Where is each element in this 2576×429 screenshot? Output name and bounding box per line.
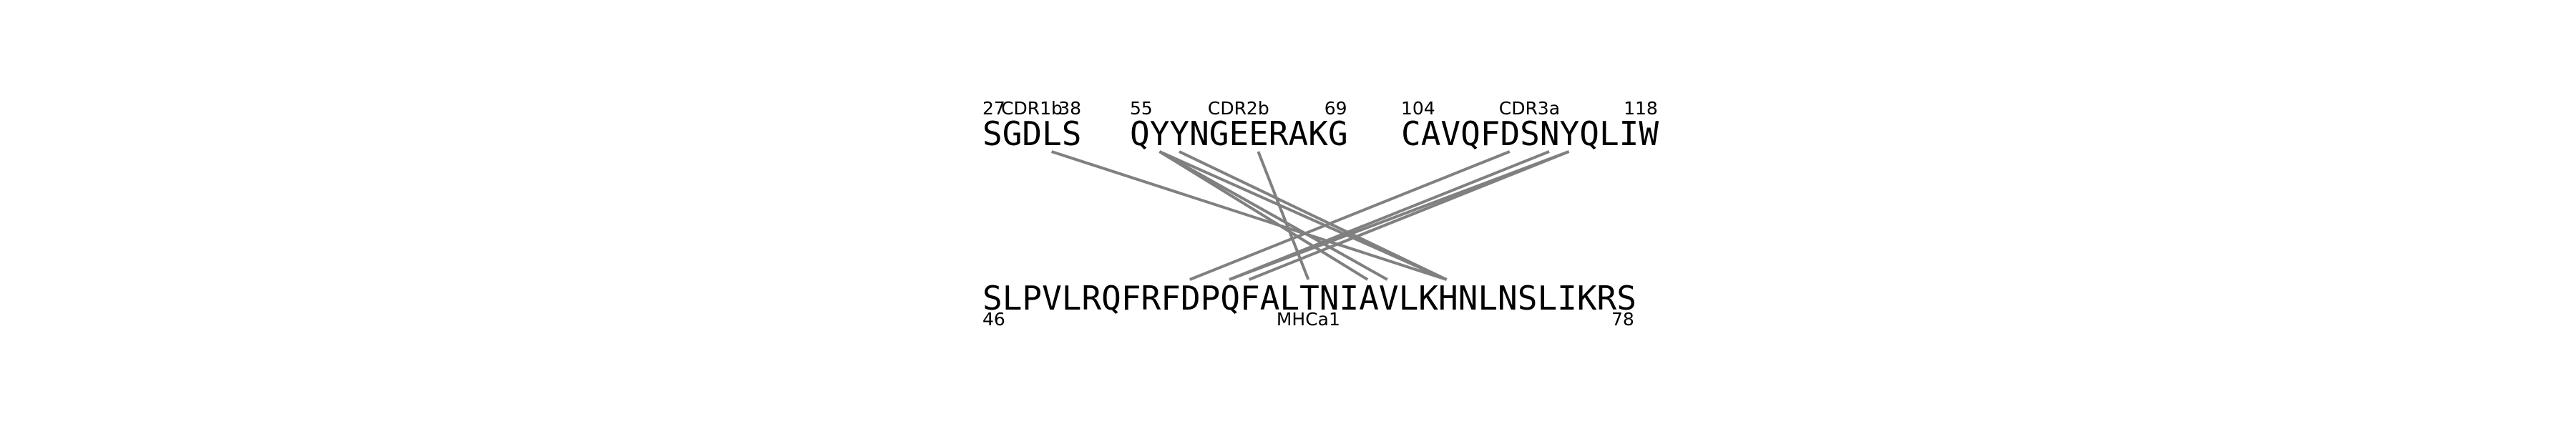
cdr2b-end-number: 69 xyxy=(1324,98,1347,119)
contact-line xyxy=(1189,150,1511,281)
cdr2b-sequence: QYYNGEERAKG xyxy=(1130,114,1348,153)
contact-line xyxy=(1248,150,1570,281)
contact-lines xyxy=(1050,150,1570,281)
segment-mhca1: SLPVLRQFRFDPQFALTNIAVLKHNLNSLIKRS 46 MHC… xyxy=(982,279,1636,330)
cdr3a-end-number: 118 xyxy=(1624,98,1658,119)
cdr1b-start-number: 27 xyxy=(982,98,1005,119)
cdr3a-sequence: CAVQFDSNYQLIW xyxy=(1401,114,1659,153)
cdr3a-start-number: 104 xyxy=(1401,98,1435,119)
cdr1b-label: CDR1b xyxy=(1001,98,1063,119)
contact-line xyxy=(1158,150,1369,281)
contact-line xyxy=(1158,150,1388,281)
contact-line xyxy=(1050,150,1448,281)
contact-line xyxy=(1179,150,1448,281)
cdr1b-sequence: SGDLS xyxy=(982,114,1081,153)
segment-cdr2b: 55 CDR2b 69 QYYNGEERAKG xyxy=(1130,98,1348,153)
segment-cdr3a: 104 CDR3a 118 CAVQFDSNYQLIW xyxy=(1401,98,1659,153)
mhca1-sequence: SLPVLRQFRFDPQFALTNIAVLKHNLNSLIKRS xyxy=(982,279,1636,317)
mhca1-start-number: 46 xyxy=(982,309,1005,330)
cdr2b-start-number: 55 xyxy=(1130,98,1153,119)
cdr2b-label: CDR2b xyxy=(1208,98,1269,119)
mhca1-end-number: 78 xyxy=(1611,309,1634,330)
mhca1-label: MHCa1 xyxy=(1277,309,1340,330)
segment-cdr1b: 27 CDR1b 38 SGDLS xyxy=(982,98,1081,153)
cdr1b-end-number: 38 xyxy=(1058,98,1081,119)
cdr3a-label: CDR3a xyxy=(1499,98,1560,119)
